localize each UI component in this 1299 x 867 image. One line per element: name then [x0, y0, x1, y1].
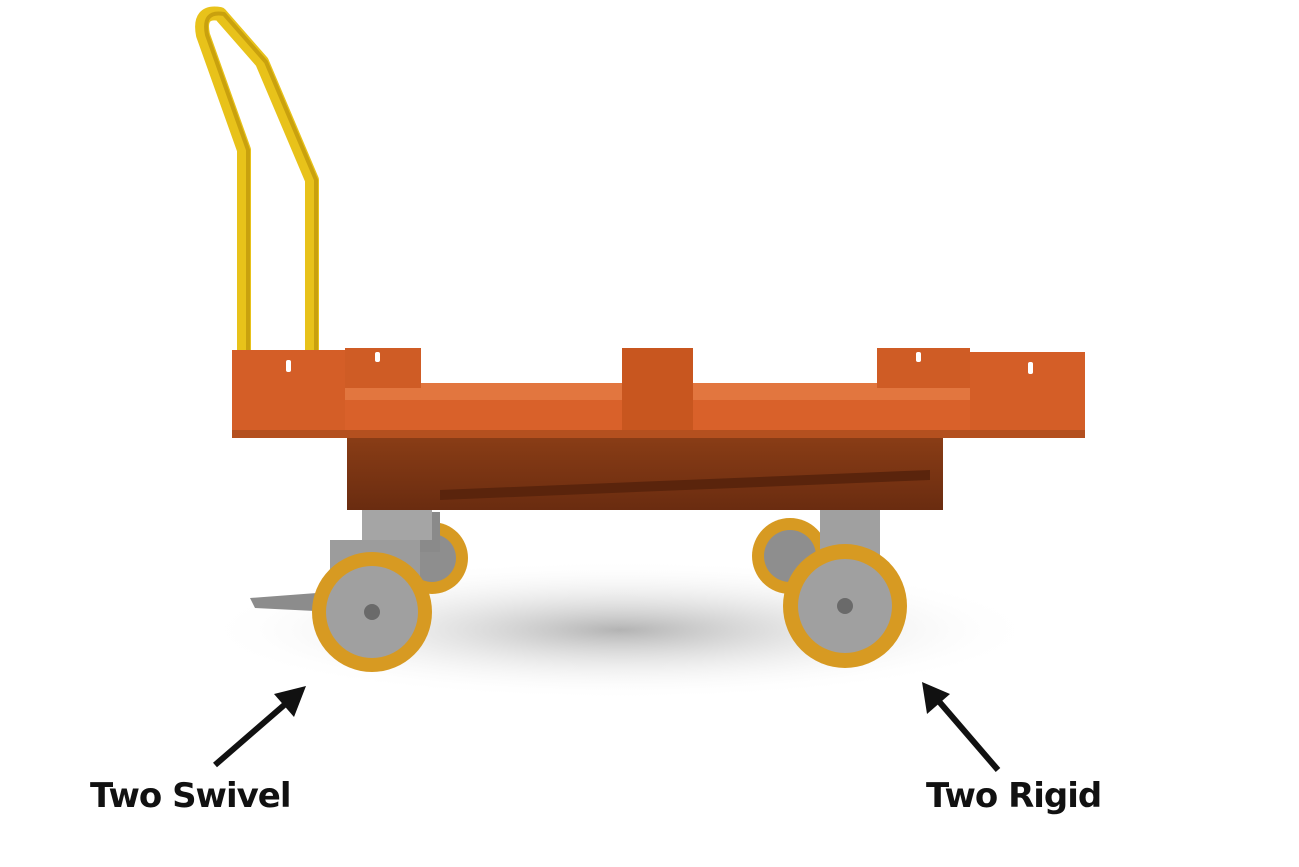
front-swivel-caster — [250, 510, 432, 672]
rigid-casters-label: Two Rigid — [926, 776, 1102, 816]
arrow-swivel-icon — [213, 686, 306, 768]
front-rigid-caster — [783, 510, 907, 668]
push-handle — [195, 6, 319, 359]
arrow-rigid-icon — [922, 682, 1001, 772]
frame-brace — [440, 470, 930, 500]
swivel-casters-label: Two Swivel — [90, 776, 291, 816]
cart-deck — [232, 348, 1085, 438]
underframe — [347, 436, 943, 510]
